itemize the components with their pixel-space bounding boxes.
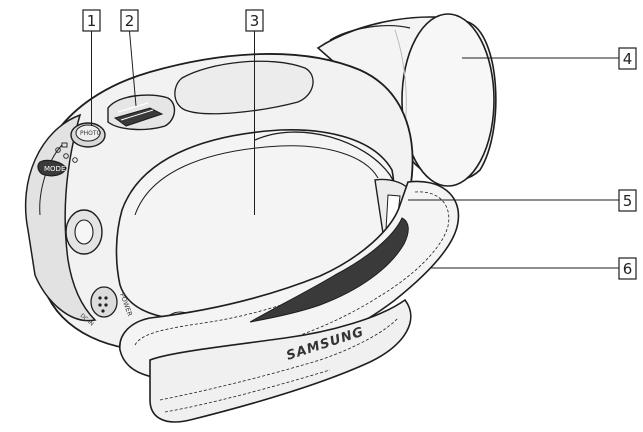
callout-2: 2: [120, 9, 139, 107]
callout-2-number: 2: [125, 12, 135, 30]
callout-1-number: 1: [87, 12, 97, 30]
photo-button-label: PHOTO: [80, 130, 102, 137]
photo-button[interactable]: PHOTO: [70, 122, 106, 148]
record-button[interactable]: [65, 209, 103, 255]
callout-5: 5: [408, 189, 637, 212]
callout-4-number: 4: [623, 50, 633, 68]
callout-6: 6: [430, 257, 637, 280]
callouts: 1 2 3 4 5 6: [82, 9, 637, 280]
mode-indicators: [55, 142, 78, 163]
callout-3: 3: [245, 9, 264, 215]
mode-button-label: MODE: [44, 165, 65, 173]
callout-3-number: 3: [250, 12, 260, 30]
mode-button[interactable]: MODE: [37, 159, 67, 177]
hand-strap: SAMSUNG: [119, 131, 460, 423]
callout-5-number: 5: [623, 192, 633, 210]
controls: PHOTO MODE POWER DC IN: [37, 94, 195, 333]
power-switch[interactable]: [90, 286, 118, 318]
callout-1: 1: [82, 9, 101, 126]
lens-barrel: [316, 13, 497, 187]
callout-4: 4: [462, 47, 637, 70]
callout-6-number: 6: [623, 260, 633, 278]
zoom-lever[interactable]: [107, 94, 176, 131]
